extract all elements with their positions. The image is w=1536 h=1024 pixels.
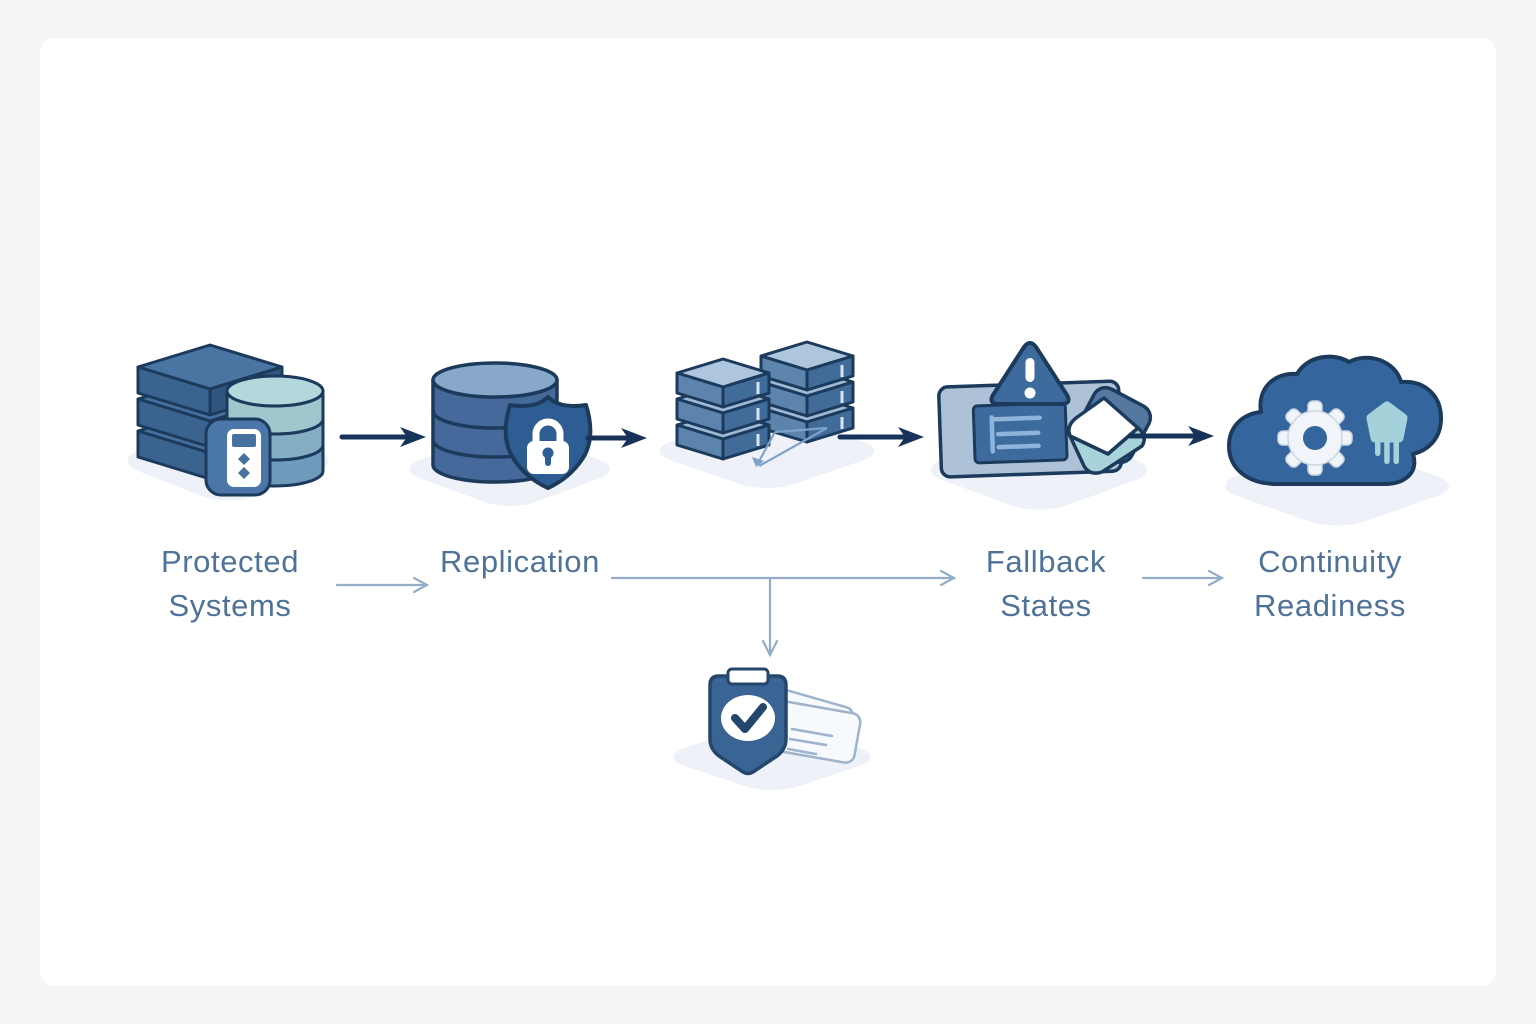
label-line: Continuity: [1258, 544, 1402, 579]
cloud-gear-plug-icon: [1224, 354, 1450, 526]
sync-arrows-icon: [752, 426, 828, 467]
warning-triangle-icon: [989, 341, 1071, 406]
label-line: Fallback: [985, 544, 1107, 579]
server-stack-left: [675, 357, 771, 461]
stage-label-replication: Replication: [390, 540, 650, 584]
plug-icon: [1366, 401, 1408, 464]
state-cube-icon: [1067, 385, 1153, 475]
access-device-icon: [204, 417, 272, 497]
panel-alert-icon: [930, 341, 1153, 510]
shield-lock-icon: [503, 395, 593, 490]
database-shield-lock-icon: [409, 361, 611, 507]
label-line: Replication: [440, 544, 600, 579]
label-line: States: [1000, 588, 1092, 623]
shield-check-documents-icon: [673, 667, 871, 791]
label-line: Readiness: [1254, 588, 1406, 623]
gear-icon: [1277, 400, 1353, 476]
stage-label-protected-systems: Protected Systems: [100, 540, 360, 628]
stage-label-fallback-states: Fallback States: [916, 540, 1176, 628]
server-stack-database-icon: [127, 343, 329, 501]
label-line: Systems: [168, 588, 292, 623]
diagram-canvas: [40, 38, 1496, 986]
shield-check-icon: [708, 667, 788, 776]
label-line: Protected: [160, 544, 300, 579]
dual-server-stack-sync-icon: [659, 340, 875, 489]
status-panel: [937, 379, 1123, 479]
server-stack-right: [759, 340, 855, 444]
stage-label-continuity-readiness: Continuity Readiness: [1200, 540, 1460, 628]
